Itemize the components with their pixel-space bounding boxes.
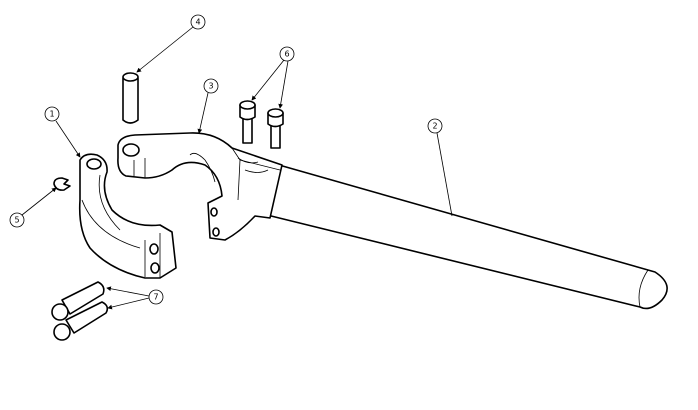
balloon-4: 4: [190, 14, 206, 30]
part-1-clamp-half: [78, 153, 177, 279]
balloon-1: 1: [44, 106, 60, 122]
svg-text:5: 5: [14, 216, 19, 225]
part-3-lever-clamp: [117, 132, 283, 241]
part-4-pin: [122, 72, 139, 124]
balloon-6: 6: [279, 46, 295, 62]
part-7-bolts: [51, 281, 109, 341]
balloon-5: 5: [9, 212, 25, 228]
svg-text:2: 2: [432, 122, 437, 131]
part-5-clip: [53, 177, 71, 191]
svg-text:7: 7: [153, 293, 158, 302]
part-6-screws: [239, 100, 284, 149]
balloon-3: 3: [203, 78, 219, 94]
leader-lines: [21, 26, 453, 310]
balloon-2: 2: [427, 118, 443, 134]
balloon-7: 7: [148, 289, 164, 305]
part-2-tube: [262, 162, 668, 310]
svg-text:6: 6: [284, 50, 289, 59]
svg-text:1: 1: [49, 110, 54, 119]
svg-text:4: 4: [195, 18, 200, 27]
svg-text:3: 3: [208, 82, 213, 91]
